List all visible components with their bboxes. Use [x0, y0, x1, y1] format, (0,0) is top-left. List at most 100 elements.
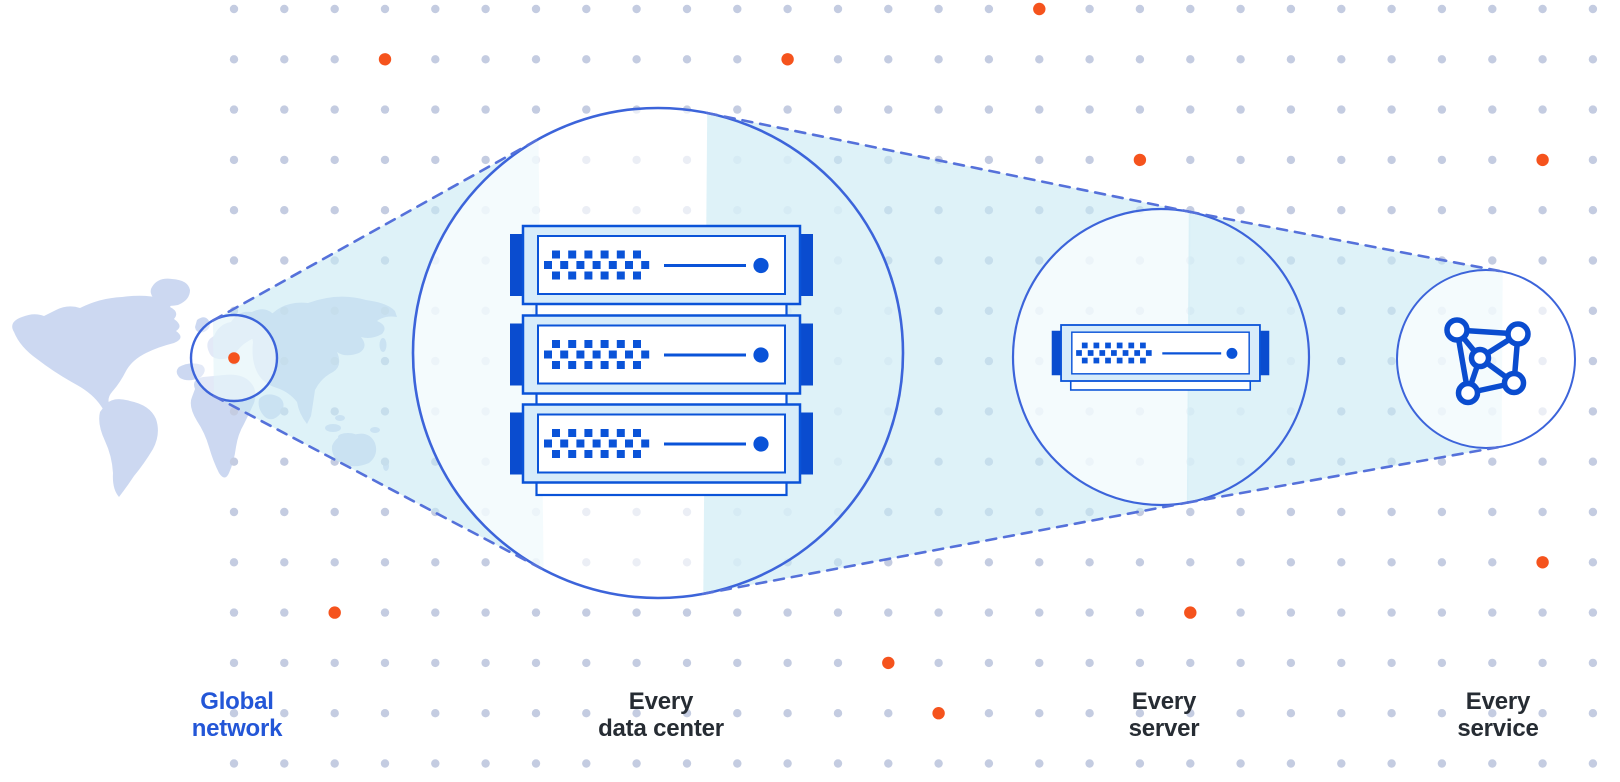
grid-dot: [1488, 608, 1497, 617]
grid-dot: [1538, 55, 1547, 64]
grid-dot: [1387, 759, 1396, 768]
grid-dot: [1286, 608, 1296, 617]
grid-dot: [783, 759, 792, 768]
grid-dot: [1236, 155, 1245, 165]
grid-dot: [632, 709, 641, 718]
grid-dot: [380, 759, 390, 768]
grid-dot: [229, 407, 239, 416]
grid-dot: [733, 759, 742, 768]
grid-dot: [1588, 407, 1598, 416]
grid-dot: [1488, 256, 1497, 265]
grid-dot: [1387, 608, 1396, 617]
grid-dot: [1488, 155, 1497, 165]
zoom-cone-server-to-service: [1186, 211, 1503, 503]
grid-dot: [229, 457, 239, 466]
grid-dot: [1488, 206, 1497, 215]
grid-dot: [1437, 55, 1447, 64]
grid-dot: [1035, 155, 1044, 165]
grid-dot: [1236, 608, 1245, 617]
grid-dot: [1135, 709, 1145, 718]
grid-dot: [1337, 4, 1346, 14]
grid-dot: [380, 608, 390, 617]
grid-dot: [380, 507, 390, 517]
grid-dot: [1236, 507, 1245, 517]
grid-dot: [1085, 608, 1094, 617]
grid-dot: [330, 759, 339, 768]
grid-dot: [431, 105, 440, 114]
grid-dot: [1236, 4, 1245, 14]
orange-dot: [378, 53, 392, 66]
grid-dot: [833, 608, 843, 617]
grid-dot: [1588, 306, 1598, 315]
grid-dot: [1538, 256, 1547, 265]
single-server-icon: [1051, 324, 1270, 391]
grid-dot: [1286, 759, 1296, 768]
grid-dot: [833, 55, 843, 64]
grid-dot: [229, 105, 239, 114]
grid-dot: [733, 105, 742, 114]
label-line: Global: [200, 688, 274, 715]
grid-dot: [582, 658, 591, 668]
grid-dot: [934, 608, 943, 617]
grid-dot: [934, 105, 943, 114]
grid-dot: [1186, 105, 1195, 114]
grid-dot: [934, 658, 943, 668]
grid-dot: [330, 105, 339, 114]
grid-dot: [934, 558, 943, 567]
grid-dot: [733, 608, 742, 617]
grid-dot: [1286, 558, 1296, 567]
grid-dot: [1337, 759, 1346, 768]
label-line: network: [191, 715, 283, 742]
grid-dot: [431, 759, 440, 768]
grid-dot: [984, 608, 994, 617]
grid-dot: [531, 4, 541, 14]
grid-dot: [1488, 55, 1497, 64]
grid-dot: [380, 658, 390, 668]
grid-dot: [1337, 105, 1346, 114]
grid-dot: [1437, 206, 1447, 215]
grid-dot: [1437, 507, 1447, 517]
grid-dot: [380, 105, 390, 114]
dashed-zoom-line: [1185, 445, 1503, 505]
grid-dot: [380, 558, 390, 567]
grid-dot: [1135, 608, 1145, 617]
grid-dot: [481, 558, 490, 567]
grid-dot: [1538, 759, 1547, 768]
grid-dot: [481, 4, 490, 14]
grid-dot: [1035, 558, 1044, 567]
dashed-zoom-line: [212, 394, 545, 572]
server-unit-icon: [510, 314, 813, 408]
grid-dot: [1035, 55, 1044, 64]
grid-dot: [632, 759, 641, 768]
grid-dot: [1236, 709, 1245, 718]
grid-dot: [330, 155, 339, 165]
grid-dot: [280, 507, 289, 517]
grid-dot: [481, 55, 490, 64]
grid-dot: [1488, 759, 1497, 768]
label-every-service: Every service: [1457, 688, 1539, 742]
zoom-dashed-lines: [211, 111, 1504, 596]
grid-dot: [1387, 206, 1396, 215]
grid-dot: [1337, 658, 1346, 668]
orange-dot: [328, 606, 341, 619]
server-circle: [1011, 207, 1311, 507]
grid-dot: [1387, 55, 1396, 64]
grid-dot: [330, 658, 339, 668]
orange-dot: [1536, 153, 1549, 167]
orange-dot: [1536, 556, 1549, 569]
grid-dot: [1035, 759, 1044, 768]
grid-dot: [1186, 507, 1195, 517]
grid-dot: [380, 709, 390, 718]
grid-dot: [1186, 709, 1195, 718]
circle-outlines: [189, 106, 1576, 600]
grid-dot: [582, 608, 591, 617]
grid-dot: [229, 507, 239, 517]
grid-dot: [481, 608, 490, 617]
grid-dot: [1588, 558, 1598, 567]
grid-dot: [229, 608, 239, 617]
grid-dot: [1286, 709, 1296, 718]
grid-dot: [1387, 4, 1396, 14]
grid-dot: [582, 709, 591, 718]
grid-dot: [1538, 608, 1547, 617]
